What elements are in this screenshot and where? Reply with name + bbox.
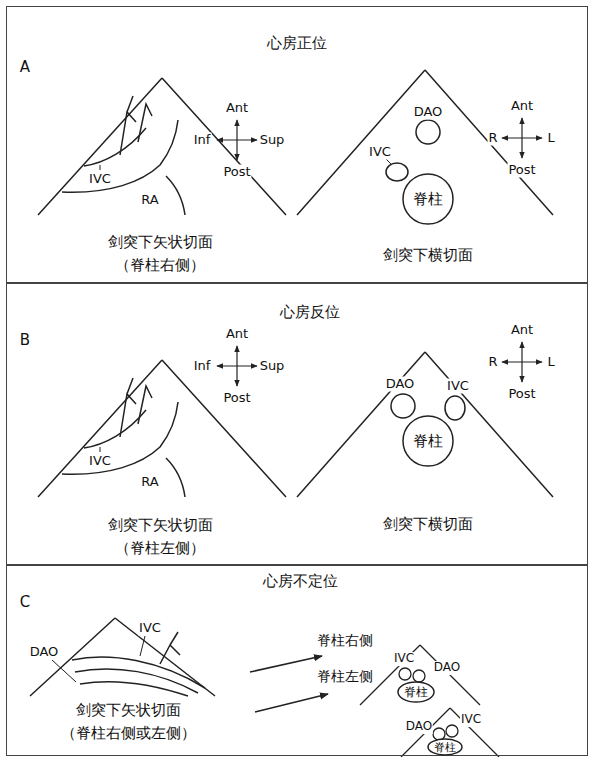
transverse-view	[297, 70, 553, 215]
sagittal-view	[38, 360, 286, 497]
chamber-label: RA	[140, 475, 159, 490]
axis-label: Ant	[225, 327, 249, 342]
panel-heading: 心房不定位	[263, 572, 338, 590]
vessel-label: IVC	[88, 454, 112, 469]
axis-label: Post	[222, 391, 251, 406]
arrow-label: 脊柱左侧	[316, 668, 374, 684]
axis-label: Ant	[225, 101, 249, 116]
vessel-label: DAO	[29, 645, 60, 660]
vessel-label: IVC	[446, 379, 470, 394]
spine-circle: 脊柱	[397, 681, 435, 703]
view-caption: 剑突下横切面	[382, 244, 474, 267]
panel-heading: 心房反位	[280, 303, 340, 321]
spine-circle: 脊柱	[427, 738, 463, 756]
axis-label: Inf	[193, 133, 212, 148]
axis-label: Sup	[259, 359, 286, 374]
arrow-label: 脊柱右侧	[316, 632, 374, 648]
figure-panel: A 心房正位脊柱	[6, 6, 588, 283]
spine-label: 脊柱	[404, 686, 428, 698]
axis-label: Post	[507, 387, 536, 402]
panel-letter: C	[20, 593, 30, 611]
axis-label: Inf	[193, 359, 212, 374]
panel-letter: A	[20, 58, 30, 76]
spine-label: 脊柱	[413, 192, 443, 207]
axis-label: Ant	[510, 323, 534, 338]
axis-label: R	[487, 131, 498, 146]
spine-circle: 脊柱	[402, 173, 454, 225]
vessel-label: DAO	[385, 377, 416, 392]
view-caption: 剑突下横切面	[382, 513, 474, 536]
axis-label: Sup	[259, 133, 286, 148]
transverse-view	[360, 645, 499, 757]
vessel-label: IVC	[368, 145, 392, 160]
view-caption: 剑突下矢状切面 （脊柱右侧）	[107, 231, 214, 278]
view-caption: 剑突下矢状切面 （脊柱左侧）	[107, 514, 214, 561]
axis-label: Post	[222, 165, 251, 180]
chamber-label: RA	[140, 193, 159, 208]
spine-label: 脊柱	[434, 742, 456, 753]
spine-circle: 脊柱	[402, 415, 454, 467]
axis-label: L	[546, 355, 555, 370]
vessel-label: IVC	[460, 713, 482, 727]
transverse-view	[297, 352, 553, 497]
axis-cross	[217, 118, 542, 160]
vessel-label: IVC	[138, 621, 162, 636]
figure-panel: B 心房反位脊柱	[6, 283, 588, 565]
axis-cross	[217, 342, 542, 386]
vessel-label: DAO	[433, 661, 461, 675]
vessel-label: DAO	[413, 105, 444, 120]
vessel-label: IVC	[393, 652, 415, 666]
axis-label: Ant	[510, 99, 534, 114]
vessel-label: IVC	[88, 172, 112, 187]
view-caption: 剑突下矢状切面 （脊柱右侧或左侧）	[60, 699, 197, 746]
axis-label: L	[546, 131, 555, 146]
spine-label: 脊柱	[413, 434, 443, 449]
panel-letter: B	[20, 331, 30, 349]
axis-label: Post	[507, 163, 536, 178]
panel-heading: 心房正位	[267, 34, 327, 52]
vessel-label: DAO	[405, 720, 433, 734]
axis-label: R	[487, 355, 498, 370]
sagittal-view	[38, 78, 286, 215]
